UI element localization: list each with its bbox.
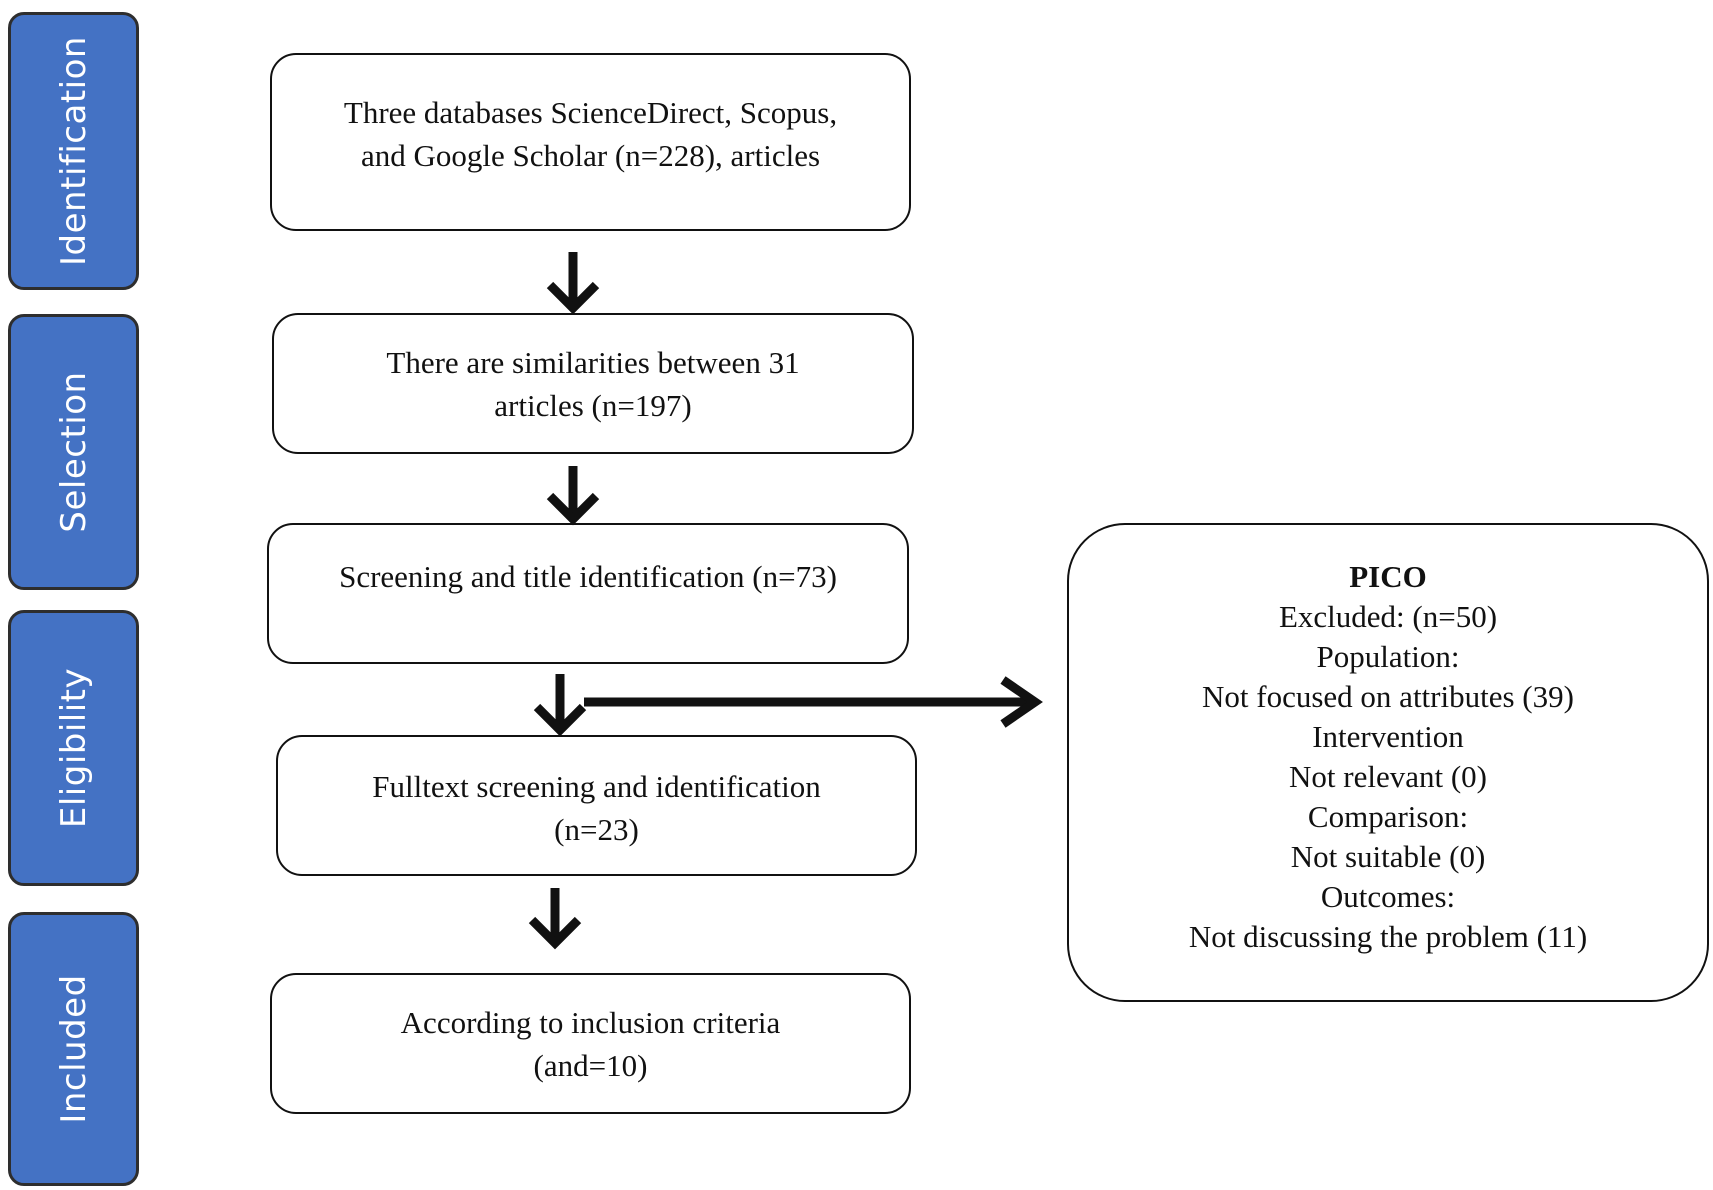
pico-intervention-heading: Intervention	[1312, 719, 1464, 754]
phase-selection: Selection	[8, 314, 139, 590]
pico-population-detail: Not focused on attributes (39)	[1202, 679, 1574, 714]
identification-line-1: Three databases ScienceDirect, Scopus,	[343, 95, 838, 130]
included-line-2: (and=10)	[533, 1048, 648, 1083]
fulltext-screening-box: Fulltext screening and identification (n…	[276, 735, 917, 876]
pico-exclusion-box: PICO Excluded: (n=50) Population: Not fo…	[1067, 523, 1709, 1002]
pico-title: PICO	[1349, 559, 1427, 594]
phase-included: Included	[8, 912, 139, 1186]
pico-comparison-detail: Not suitable (0)	[1290, 839, 1486, 874]
identification-box: Three databases ScienceDirect, Scopus, a…	[270, 53, 911, 231]
fulltext-screening-line-2: (n=23)	[554, 812, 639, 847]
similarities-line-1: There are similarities between 31	[386, 345, 800, 380]
phase-eligibility: Eligibility	[8, 610, 139, 886]
included-line-1: According to inclusion criteria	[400, 1005, 781, 1040]
similarities-box: There are similarities between 31 articl…	[272, 313, 914, 454]
identification-line-2: and Google Scholar (n=228), articles	[360, 138, 821, 173]
pico-outcomes-heading: Outcomes:	[1320, 879, 1456, 914]
pico-outcomes-detail: Not discussing the problem (11)	[1188, 919, 1588, 954]
phase-identification: Identification	[8, 12, 139, 290]
fulltext-screening-line-1: Fulltext screening and identification	[372, 769, 821, 804]
pico-excluded: Excluded: (n=50)	[1278, 599, 1498, 634]
pico-intervention-detail: Not relevant (0)	[1289, 759, 1487, 794]
pico-comparison-heading: Comparison:	[1307, 799, 1469, 834]
title-screening-line-1: Screening and title identification (n=73…	[339, 559, 837, 594]
pico-population-heading: Population:	[1316, 639, 1460, 674]
similarities-line-2: articles (n=197)	[494, 388, 692, 423]
title-screening-box: Screening and title identification (n=73…	[267, 523, 909, 664]
included-box: According to inclusion criteria (and=10)	[270, 973, 911, 1114]
